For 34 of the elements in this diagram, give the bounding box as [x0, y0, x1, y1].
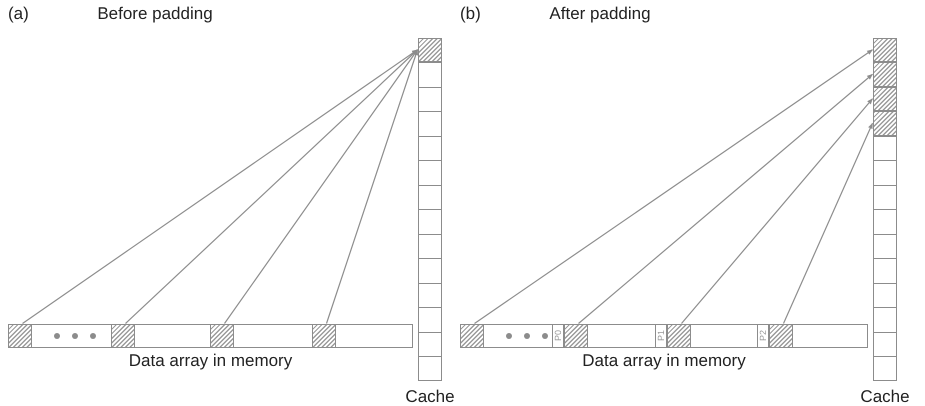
hatched-block — [666, 324, 690, 348]
hatched-block — [872, 62, 896, 86]
panel-label: (b) — [460, 4, 481, 24]
array-caption: Data array in memory — [128, 351, 292, 371]
hatched-block — [210, 324, 234, 348]
hatched-block — [564, 324, 588, 348]
hatched-block — [8, 324, 32, 348]
panel-title: Before padding — [97, 4, 213, 24]
panel-title: After padding — [549, 4, 651, 24]
hatched-block — [110, 324, 134, 348]
cache-caption: Cache — [405, 387, 455, 406]
hatched-block — [312, 324, 336, 348]
padding-cell: P0 — [552, 324, 564, 348]
array-caption: Data array in memory — [582, 351, 746, 371]
arrow — [22, 49, 418, 324]
cache-column — [873, 38, 897, 381]
padding-cell: P1 — [654, 324, 666, 348]
arrow — [681, 98, 873, 324]
hatched-block — [872, 111, 896, 136]
padding-cell: P2 — [756, 324, 768, 348]
arrow — [578, 74, 873, 324]
cache-column — [418, 38, 442, 381]
hatched-block — [872, 86, 896, 111]
hatched-block — [872, 38, 896, 62]
panel-label: (a) — [8, 4, 29, 24]
hatched-block — [768, 324, 792, 348]
memory-array-bar — [8, 324, 413, 348]
cache-caption: Cache — [860, 387, 910, 406]
arrow — [782, 122, 874, 324]
arrow — [474, 49, 873, 324]
memory-array-bar — [460, 324, 868, 348]
arrow — [125, 49, 418, 324]
hatched-block — [460, 324, 484, 348]
hatched-block — [418, 38, 442, 62]
